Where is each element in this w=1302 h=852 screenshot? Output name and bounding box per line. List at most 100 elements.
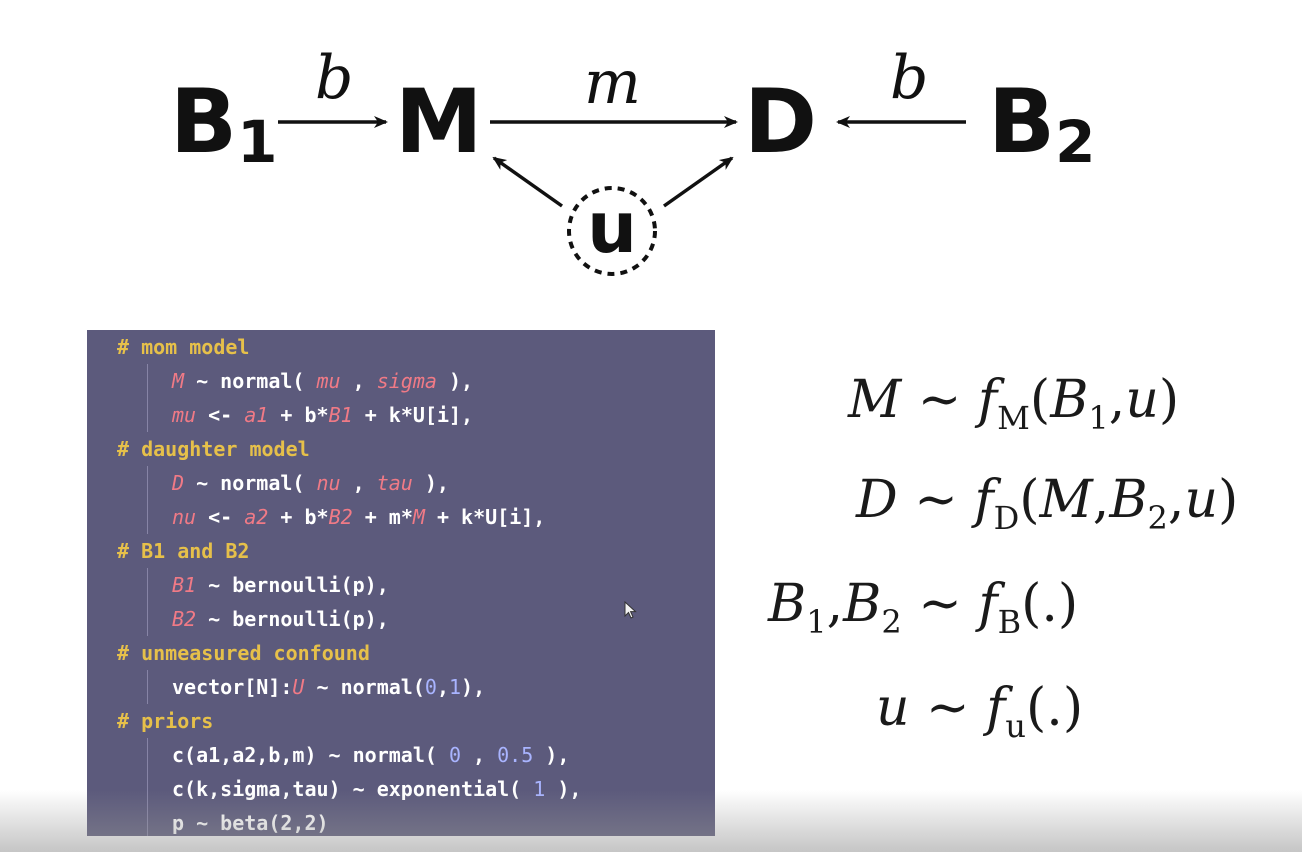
equation-subscript: 2 <box>881 603 902 641</box>
code-text: ~ normal( <box>184 369 317 393</box>
equation-term: M <box>1039 470 1093 530</box>
indent-guide <box>147 364 148 432</box>
code-line: D ~ normal( nu , tau ), <box>172 466 449 500</box>
code-variable: mu <box>316 369 341 393</box>
code-variable: B2 <box>172 607 197 631</box>
code-line: nu <- a2 + b*B2 + m*M + k*U[i], <box>172 500 545 534</box>
equation-term: , <box>1092 470 1110 530</box>
node-u: u <box>587 187 637 269</box>
equation-term: B <box>1109 470 1148 530</box>
equation-term: B <box>1050 370 1089 430</box>
code-text: c(a1,a2,b,m) ~ normal( <box>172 743 449 767</box>
code-variable: mu <box>172 403 197 427</box>
code-variable: B2 <box>328 505 353 529</box>
code-variable: D <box>172 471 185 495</box>
code-comment-line: # daughter model <box>117 437 310 461</box>
code-text: + k*U[i], <box>352 403 474 427</box>
code-text: ~ bernoulli(p), <box>196 573 389 597</box>
equation-term: , <box>826 574 844 634</box>
code-variable: M <box>412 505 425 529</box>
code-variable: a1 <box>244 403 269 427</box>
code-number: 0 <box>448 743 461 767</box>
equation-subscript: D <box>993 499 1020 537</box>
code-variable: B1 <box>328 403 353 427</box>
code-number: 0 <box>424 675 437 699</box>
equation-birth-order: B1,B2 ~ fB(.) <box>768 574 1079 638</box>
code-variable: nu <box>316 471 341 495</box>
edge-label-b2-d: b <box>890 43 928 113</box>
code-comment-line: # mom model <box>117 335 250 359</box>
equation-subscript: B <box>997 603 1022 641</box>
code-comment-line: # B1 and B2 <box>117 539 250 563</box>
equation-term: f <box>986 678 1006 738</box>
code-text: ), <box>436 369 474 393</box>
edge-u-to-m <box>492 156 564 208</box>
code-line: mu <- a1 + b*B1 + k*U[i], <box>172 398 473 432</box>
code-text: <- <box>196 505 245 529</box>
equation-subscript: 1 <box>1088 399 1109 437</box>
equation-term: f <box>977 370 998 430</box>
node-b1: B1 <box>170 70 277 176</box>
code-text: + b* <box>268 505 329 529</box>
equation-term: ) <box>1158 370 1180 430</box>
equation-mom: M ~ fM(B1,u) <box>848 370 1180 434</box>
causal-dag: b m b B1 M D B2 u <box>170 43 1095 276</box>
indent-guide <box>147 466 148 534</box>
code-text: vector[N]: <box>172 675 293 699</box>
code-text: <- <box>196 403 245 427</box>
code-text: + b* <box>268 403 329 427</box>
node-b2: B2 <box>988 70 1095 176</box>
mouse-cursor-icon <box>624 601 637 619</box>
equation-term: , <box>1167 470 1185 530</box>
code-variable: M <box>172 369 185 393</box>
node-u-dashed-circle <box>567 186 657 276</box>
code-variable: nu <box>172 505 197 529</box>
code-variable: tau <box>376 471 413 495</box>
indent-guide <box>147 568 148 636</box>
equation-term: ( <box>1019 470 1040 530</box>
equation-term: u <box>876 678 910 738</box>
equation-term: (.) <box>1026 678 1084 738</box>
equation-term: ~ <box>901 574 979 634</box>
code-line: c(a1,a2,b,m) ~ normal( 0 , 0.5 ), <box>172 738 569 772</box>
bottom-shade <box>0 790 1302 852</box>
code-line: B2 ~ bernoulli(p), <box>172 602 389 636</box>
equation-subscript: 1 <box>806 603 827 641</box>
code-text: ~ bernoulli(p), <box>196 607 389 631</box>
equation-term: B <box>768 574 807 634</box>
node-b2-subscript: 2 <box>1055 108 1095 176</box>
equation-term: (.) <box>1021 574 1079 634</box>
equation-term: ~ <box>909 678 987 738</box>
equation-term: u <box>1184 470 1218 530</box>
equation-term: D <box>856 470 898 530</box>
code-text: ), <box>412 471 449 495</box>
node-b1-label: B <box>170 70 237 173</box>
code-text: ), <box>533 743 570 767</box>
equation-subscript: 2 <box>1147 499 1168 537</box>
node-b2-label: B <box>988 70 1055 173</box>
equation-term: f <box>978 574 998 634</box>
node-d: D <box>744 70 817 173</box>
code-text: + k*U[i], <box>424 505 546 529</box>
edge-u-to-d <box>662 156 734 208</box>
equation-subscript: u <box>1005 707 1026 745</box>
code-text: ), <box>461 675 486 699</box>
code-variable: B1 <box>172 573 197 597</box>
indent-guide <box>147 670 148 704</box>
code-line: B1 ~ bernoulli(p), <box>172 568 389 602</box>
node-m: M <box>395 70 483 173</box>
equation-term: u <box>1125 370 1159 430</box>
equation-term: ( <box>1029 370 1051 430</box>
indent-guide <box>147 738 148 836</box>
node-b1-subscript: 1 <box>237 108 277 176</box>
equation-term: f <box>974 470 994 530</box>
code-text: , <box>340 471 377 495</box>
edge-label-b1-m: b <box>315 43 353 113</box>
equation-term: ~ <box>897 470 975 530</box>
code-comment-line: # unmeasured confound <box>117 641 370 665</box>
edge-label-m-d: m <box>584 48 641 118</box>
code-text: , <box>461 743 498 767</box>
code-variable: sigma <box>376 369 437 393</box>
code-text: ~ normal( <box>184 471 317 495</box>
code-text: , <box>340 369 377 393</box>
